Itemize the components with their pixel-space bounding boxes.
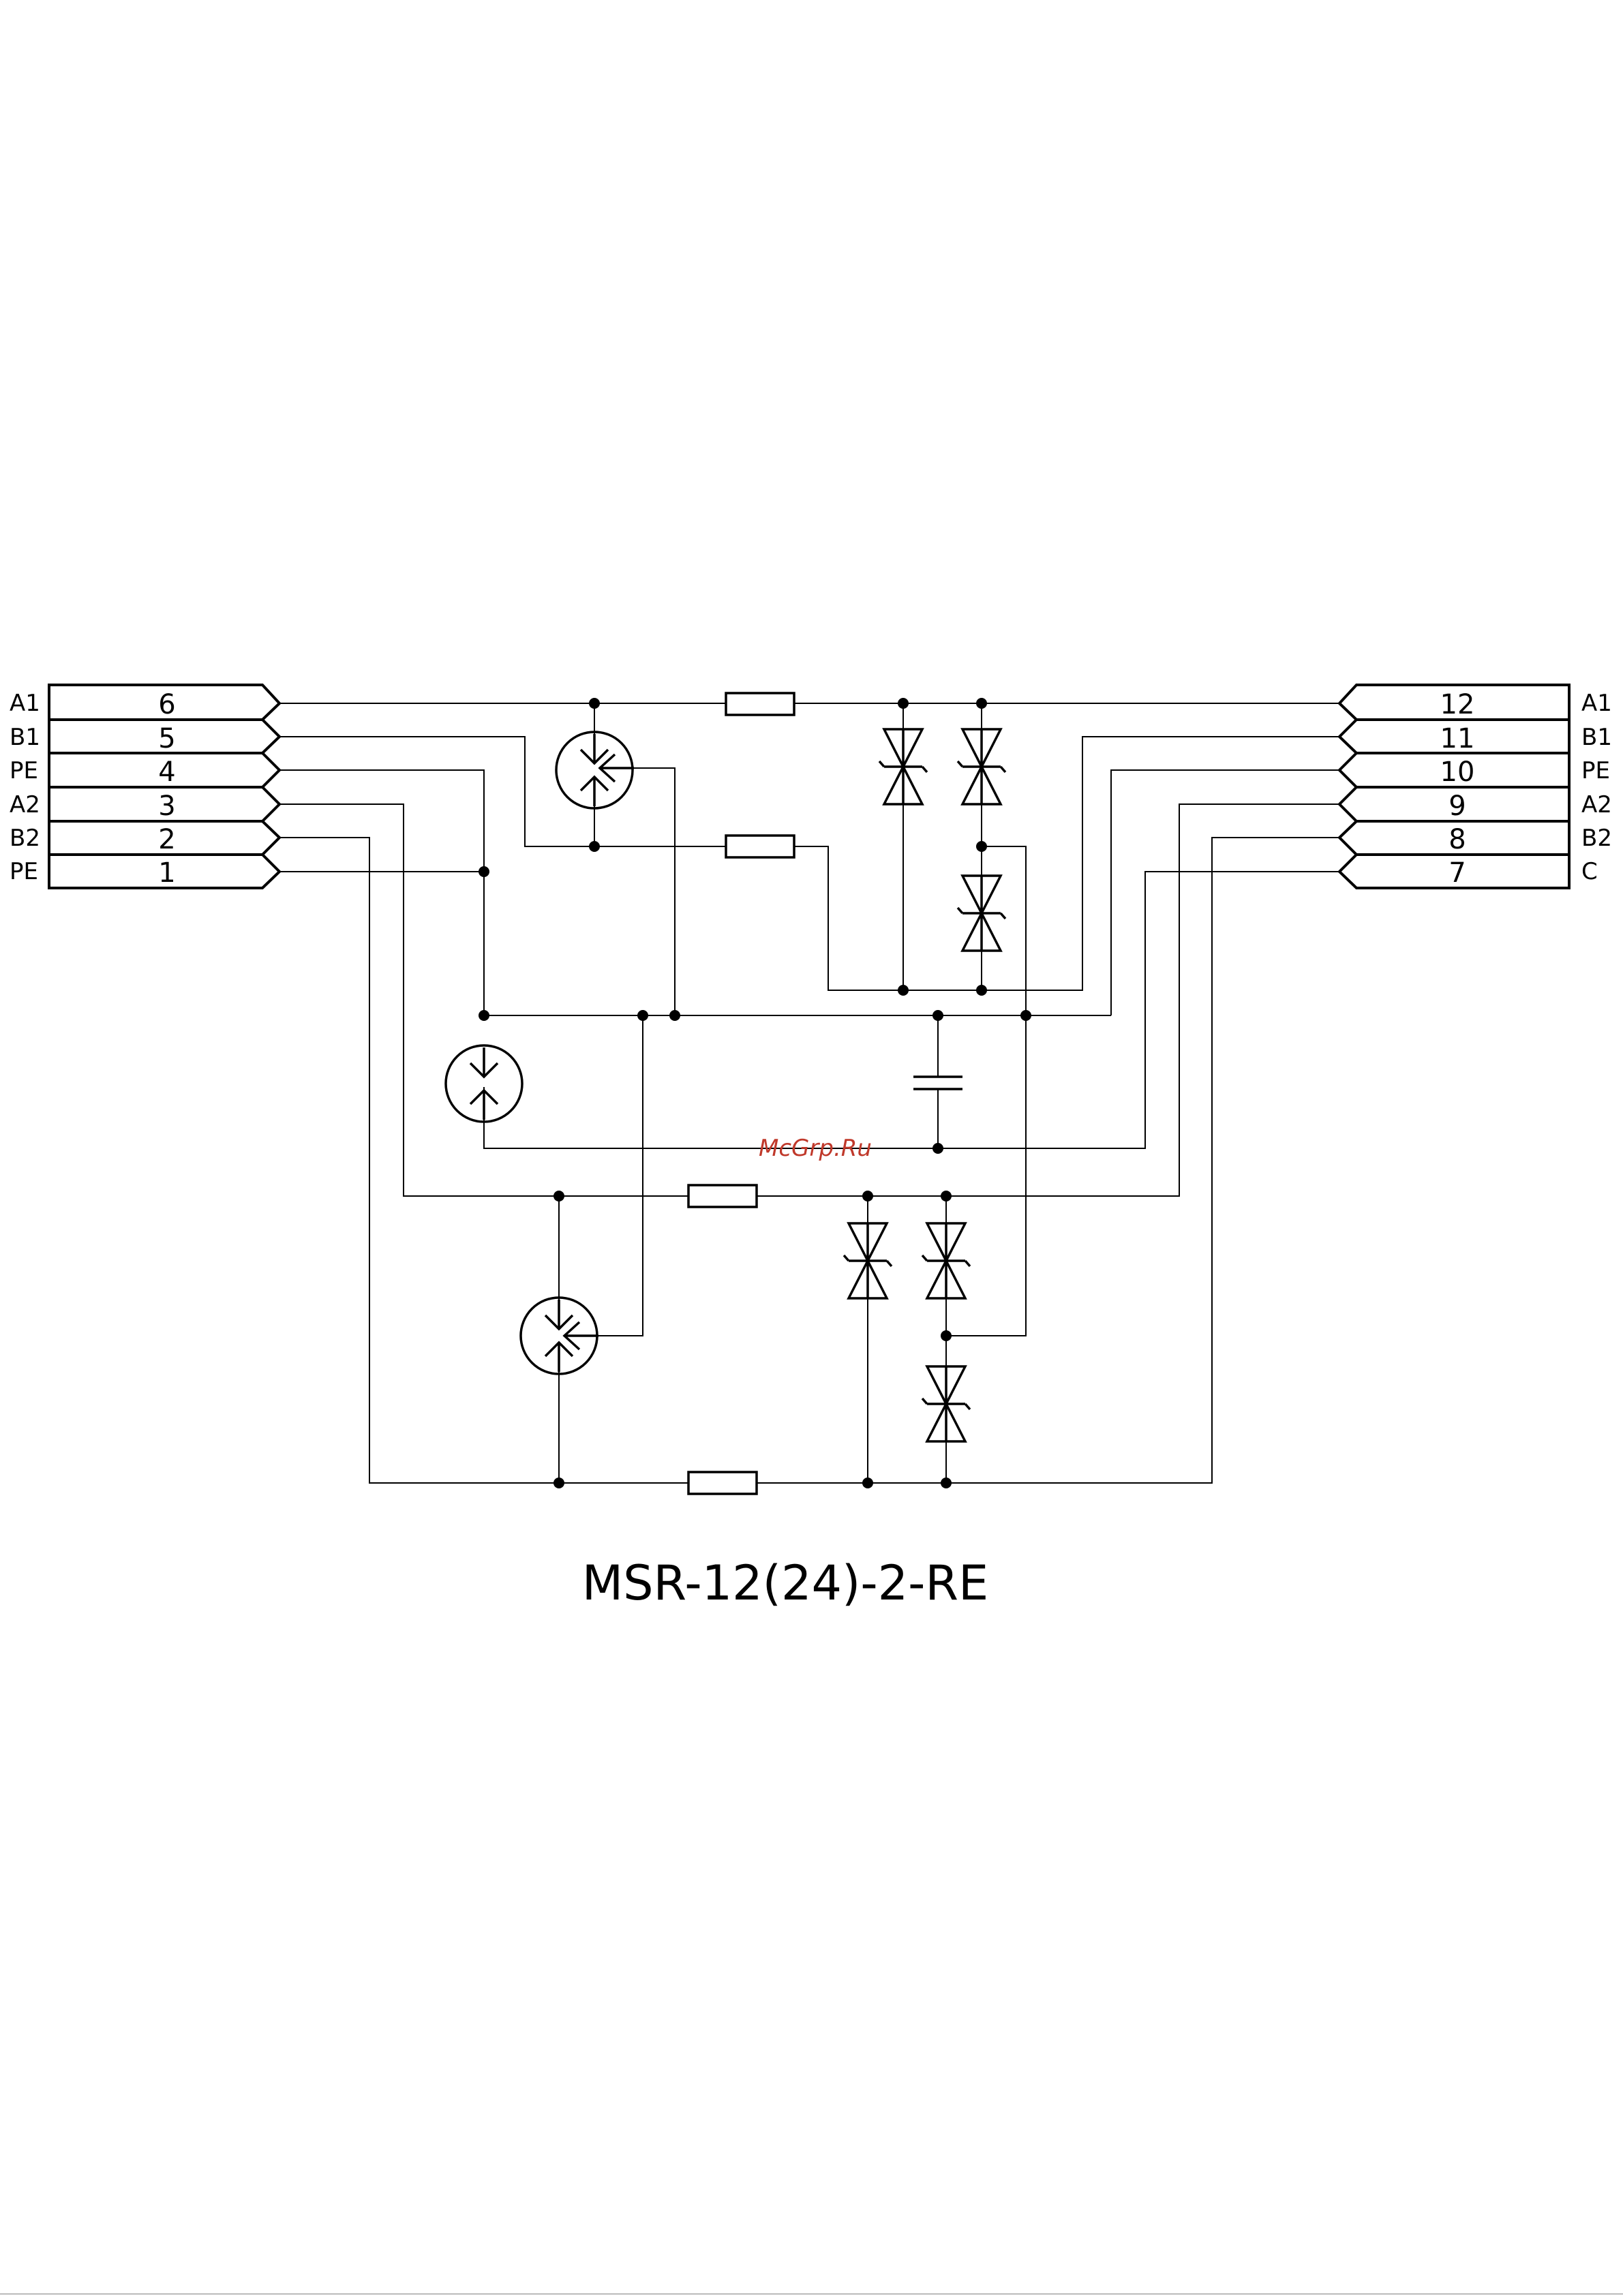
tvs-diode-d6-icon	[922, 1366, 970, 1441]
gas-discharge-tube-bottom-icon	[521, 1298, 598, 1374]
left-pin-1-number: 6	[158, 689, 175, 720]
right-pin-5-number: 8	[1448, 824, 1466, 855]
resistor-r2-icon	[726, 836, 794, 857]
left-pin-6-number: 1	[158, 857, 175, 889]
resistor-r3-icon	[688, 1185, 757, 1207]
watermark: McGrp.Ru	[759, 1135, 872, 1162]
left-signal-5-label: B2	[10, 825, 40, 852]
tvs-diode-d5-icon	[922, 1223, 970, 1298]
right-pin-1-number: 12	[1440, 689, 1475, 720]
gas-discharge-tube-middle-icon	[446, 1045, 522, 1122]
left-signal-1-label: A1	[10, 690, 40, 717]
capacitor-icon	[913, 1077, 962, 1089]
junction-dots	[479, 698, 1031, 1488]
tvs-diode-d3-icon	[958, 876, 1005, 951]
gas-discharge-tube-top-icon	[556, 732, 634, 808]
right-signal-5-label: B2	[1581, 825, 1612, 852]
resistor-r1-icon	[726, 693, 794, 715]
right-pin-4-number: 9	[1448, 791, 1466, 822]
page-bottom-edge	[0, 2293, 1623, 2295]
right-terminal-block: 12 11 10 9 8 7 A1 B1 PE A2 B2 C	[1339, 685, 1612, 889]
right-signal-3-label: PE	[1581, 757, 1610, 784]
left-signal-4-label: A2	[10, 791, 40, 818]
left-pin-5-number: 2	[158, 824, 175, 855]
resistors	[688, 693, 794, 1494]
left-pin-4-number: 3	[158, 791, 175, 822]
tvs-diode-d4-icon	[844, 1223, 892, 1298]
right-pin-6-number: 7	[1448, 857, 1466, 889]
left-pin-2-number: 5	[158, 723, 175, 754]
wiring	[279, 703, 1339, 1483]
right-signal-6-label: C	[1581, 858, 1598, 885]
right-pin-3-number: 10	[1440, 756, 1475, 788]
left-signal-3-label: PE	[10, 757, 38, 784]
left-signal-6-label: PE	[10, 858, 38, 885]
right-signal-4-label: A2	[1581, 791, 1612, 818]
left-terminal-block: 6 5 4 3 2 1 A1 B1 PE A2 B2 PE	[10, 685, 279, 889]
right-signal-1-label: A1	[1581, 690, 1612, 717]
right-signal-2-label: B1	[1581, 724, 1612, 751]
resistor-r4-icon	[688, 1472, 757, 1494]
left-pin-3-number: 4	[158, 756, 175, 788]
tvs-diode-d2-icon	[958, 729, 1005, 804]
left-signal-2-label: B1	[10, 724, 40, 751]
tvs-diode-d1-icon	[879, 729, 927, 804]
right-pin-2-number: 11	[1440, 723, 1475, 754]
diagram-title: MSR-12(24)-2-RE	[582, 1555, 989, 1611]
